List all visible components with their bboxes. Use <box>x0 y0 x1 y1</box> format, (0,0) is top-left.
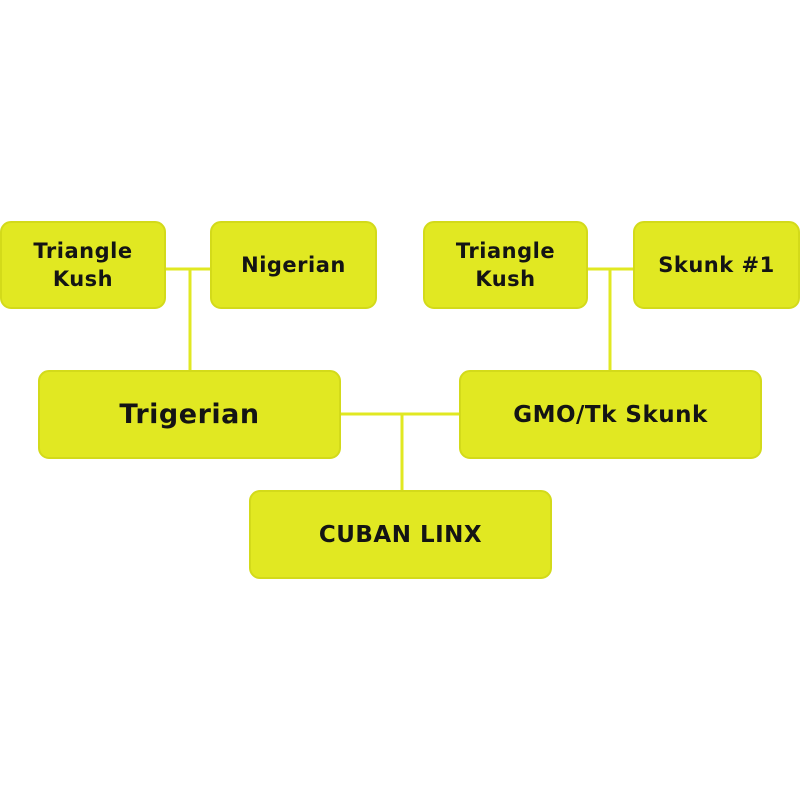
node-skunk-1: Skunk #1 <box>633 221 800 309</box>
node-label: Triangle Kush <box>33 237 132 293</box>
node-label-line1: Triangle <box>33 239 133 263</box>
node-label: Skunk #1 <box>658 253 775 277</box>
node-label-line2: Kush <box>52 267 114 291</box>
node-cuban-linx: CUBAN LINX <box>249 490 552 579</box>
node-nigerian: Nigerian <box>210 221 377 309</box>
node-label-line1: Triangle <box>455 239 556 263</box>
node-triangle-kush-left: Triangle Kush <box>0 221 166 309</box>
node-triangle-kush-right: Triangle Kush <box>423 221 588 309</box>
node-label-line2: Kush <box>475 267 536 291</box>
node-label: Nigerian <box>241 253 346 277</box>
node-label: CUBAN LINX <box>318 521 483 548</box>
node-label: GMO/Tk Skunk <box>513 401 708 428</box>
node-gmo-tk-skunk: GMO/Tk Skunk <box>459 370 762 459</box>
node-label: Triangle Kush <box>456 237 555 293</box>
node-label: Trigerian <box>119 398 260 430</box>
node-trigerian: Trigerian <box>38 370 341 459</box>
